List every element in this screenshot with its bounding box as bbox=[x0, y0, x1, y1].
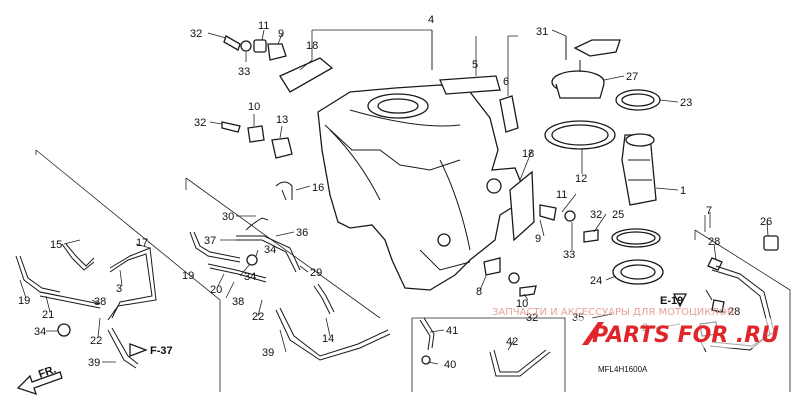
frame-lines bbox=[35, 29, 791, 392]
callout-10: 10 bbox=[248, 101, 260, 113]
callout-26: 26 bbox=[760, 216, 772, 228]
callout-9: 9 bbox=[535, 233, 541, 245]
callout-32: 32 bbox=[590, 209, 602, 221]
callout-39: 39 bbox=[262, 347, 274, 359]
callout-34: 34 bbox=[34, 326, 46, 338]
logo-text: PARTS FOR .RU bbox=[592, 323, 779, 348]
front-label: FR. bbox=[37, 363, 58, 380]
callout-11: 11 bbox=[556, 189, 567, 201]
callout-8: 8 bbox=[476, 286, 482, 298]
fuel-pump bbox=[544, 36, 664, 285]
callout-9: 9 bbox=[278, 28, 284, 40]
callout-22: 22 bbox=[252, 311, 264, 323]
callout-11: 11 bbox=[258, 20, 269, 32]
callout-7: 7 bbox=[706, 205, 712, 217]
watermark-text: ЗАПЧАСТИ И АКСЕССУАРЫ ДЛЯ МОТОЦИКЛОВ bbox=[492, 307, 734, 318]
fuel-tank bbox=[317, 84, 523, 291]
callout-4: 4 bbox=[428, 14, 434, 26]
callout-5: 5 bbox=[472, 59, 478, 71]
callout-29: 29 bbox=[310, 267, 322, 279]
callout-36: 36 bbox=[296, 227, 308, 239]
callout-21: 21 bbox=[42, 309, 54, 321]
callout-18: 18 bbox=[522, 148, 534, 160]
callout-30: 30 bbox=[222, 211, 234, 223]
callout-31: 31 bbox=[536, 26, 548, 38]
callout-42: 42 bbox=[506, 336, 518, 348]
callout-33: 33 bbox=[563, 249, 575, 261]
callout-40: 40 bbox=[444, 359, 456, 371]
callout-10: 10 bbox=[516, 298, 528, 310]
callout-3: 3 bbox=[116, 283, 122, 295]
callout-28: 28 bbox=[728, 306, 740, 318]
callout-12: 12 bbox=[575, 173, 587, 185]
callout-22: 22 bbox=[90, 335, 102, 347]
callout-14: 14 bbox=[322, 333, 334, 345]
callout-32: 32 bbox=[526, 312, 538, 324]
callout-39: 39 bbox=[88, 357, 100, 369]
callout-19: 19 bbox=[18, 295, 30, 307]
callout-28: 28 bbox=[708, 236, 720, 248]
callout-19: 19 bbox=[182, 270, 194, 282]
callout-labels: 32 11 9 33 18 4 5 6 31 27 23 32 10 13 12… bbox=[18, 14, 772, 371]
callout-23: 23 bbox=[680, 97, 692, 109]
callout-1: 1 bbox=[680, 185, 686, 197]
callout-17: 17 bbox=[136, 237, 148, 249]
reference-e19: E-19 bbox=[660, 295, 683, 307]
leader-lines bbox=[19, 29, 769, 365]
arrow-right-icon bbox=[129, 343, 148, 357]
callout-27: 27 bbox=[626, 71, 638, 83]
reference-labels: F-37 E-19 bbox=[129, 293, 688, 357]
site-logo: PARTS FOR .RU bbox=[576, 318, 784, 348]
logo-mark-icon bbox=[582, 322, 604, 345]
callout-18: 18 bbox=[306, 40, 318, 52]
callout-16: 16 bbox=[312, 182, 324, 194]
callout-37: 37 bbox=[204, 235, 216, 247]
callout-38: 38 bbox=[232, 296, 244, 308]
arrow-down-icon bbox=[672, 293, 688, 308]
tank-pads bbox=[279, 57, 535, 242]
callout-32: 32 bbox=[194, 117, 206, 129]
callout-20: 20 bbox=[210, 284, 222, 296]
callout-6: 6 bbox=[503, 76, 509, 88]
callout-24: 24 bbox=[590, 275, 602, 287]
callout-34: 34 bbox=[264, 244, 276, 256]
reference-f37: F-37 bbox=[150, 345, 173, 357]
callout-25: 25 bbox=[612, 209, 624, 221]
front-direction-indicator: FR. bbox=[16, 363, 63, 396]
callout-32: 32 bbox=[190, 28, 202, 40]
callout-15: 15 bbox=[50, 239, 62, 251]
callout-38: 38 bbox=[94, 296, 106, 308]
callout-41: 41 bbox=[446, 325, 458, 337]
callout-13: 13 bbox=[276, 114, 288, 126]
callout-33: 33 bbox=[238, 66, 250, 78]
callout-34: 34 bbox=[244, 271, 256, 283]
drawing-code: MFL4H1600A bbox=[598, 365, 648, 374]
front-arrow-icon bbox=[16, 371, 63, 396]
